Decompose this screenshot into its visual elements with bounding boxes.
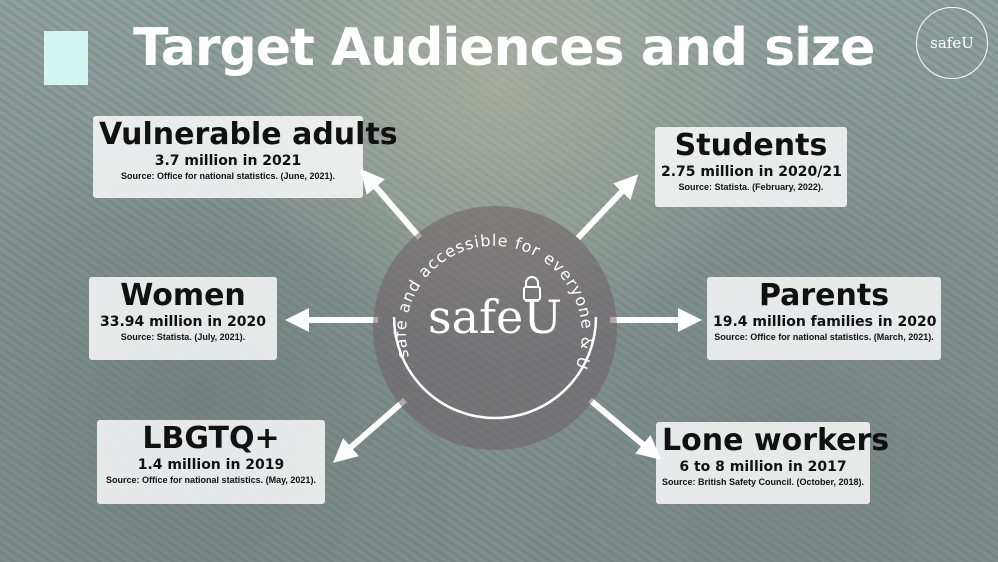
arrow-students	[575, 174, 639, 241]
audience-size: 1.4 million in 2019	[137, 457, 285, 473]
arrow-lone-workers	[588, 397, 662, 460]
audience-name: Women	[120, 278, 246, 313]
card-students: Students 2.75 million in 2020/21 Source:…	[655, 127, 847, 207]
audience-size: 19.4 million families in 2020	[713, 314, 937, 330]
center-ring: safe and accessible for everyone & U	[391, 231, 598, 420]
card-lone-workers: Lone workers 6 to 8 million in 2017 Sour…	[656, 422, 890, 504]
audience-name: LBGTQ+	[142, 421, 280, 456]
audience-size: 6 to 8 million in 2017	[679, 459, 847, 475]
audience-name: Students	[674, 128, 828, 163]
audience-source: Source: Office for national statistics. …	[106, 475, 316, 485]
card-lbgtq: LBGTQ+ 1.4 million in 2019 Source: Offic…	[97, 420, 325, 504]
audience-source: Source: Office for national statistics. …	[714, 332, 934, 342]
audience-source: Source: Statista. (February, 2022).	[678, 182, 824, 192]
audience-source: Source: Statista. (July, 2021).	[120, 332, 246, 342]
card-parents: Parents 19.4 million families in 2020 So…	[707, 277, 941, 360]
arrow-vulnerable-adults	[360, 168, 423, 240]
audience-name: Lone workers	[662, 423, 890, 458]
center-brand: safeU	[427, 290, 563, 344]
audience-size: 33.94 million in 2020	[99, 314, 266, 330]
audience-size: 3.7 million in 2021	[154, 153, 302, 169]
audience-source: Source: Office for national statistics. …	[120, 171, 336, 181]
slide-title: Target Audiences and size	[133, 18, 875, 78]
center-circle	[373, 206, 617, 450]
logo-badge: safeU	[916, 7, 988, 79]
logo-text: safeU	[930, 34, 974, 52]
audience-name: Parents	[758, 278, 890, 313]
audience-name: Vulnerable adults	[99, 117, 398, 152]
arrow-lbgtq	[332, 397, 407, 463]
audience-source: Source: British Safety Council. (October…	[662, 477, 865, 487]
audience-size: 2.75 million in 2020/21	[661, 164, 842, 180]
card-vulnerable-adults: Vulnerable adults 3.7 million in 2021 So…	[93, 116, 398, 198]
card-women: Women 33.94 million in 2020 Source: Stat…	[89, 277, 277, 360]
title-accent-square	[44, 31, 88, 85]
padlock-icon	[523, 276, 541, 301]
